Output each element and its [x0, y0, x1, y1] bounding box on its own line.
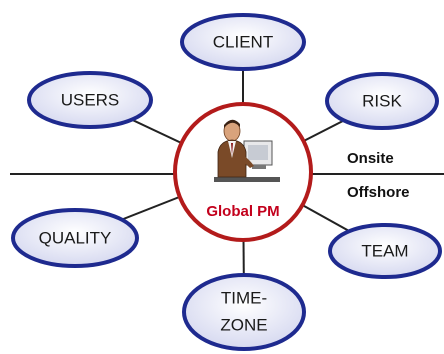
timezone-label-line1: TIME-: [221, 289, 267, 308]
quality-label: QUALITY: [39, 229, 112, 248]
quality-node: QUALITY: [11, 208, 139, 268]
client-node: CLIENT: [180, 13, 306, 71]
users-node: USERS: [27, 71, 153, 129]
businessman-at-computer-icon: [214, 119, 280, 182]
risk-node: RISK: [325, 72, 439, 130]
timezone-label-line2: ZONE: [220, 316, 267, 335]
team-label: TEAM: [361, 242, 408, 261]
risk-label: RISK: [362, 92, 402, 111]
timezone-node: TIME- ZONE: [182, 273, 306, 351]
team-node: TEAM: [328, 223, 442, 279]
client-label: CLIENT: [213, 33, 273, 52]
offshore-label: Offshore: [347, 184, 410, 201]
center-node: Global PM: [173, 102, 313, 242]
onsite-label: Onsite: [347, 150, 394, 167]
users-label: USERS: [61, 91, 120, 110]
center-label: Global PM: [206, 203, 279, 220]
